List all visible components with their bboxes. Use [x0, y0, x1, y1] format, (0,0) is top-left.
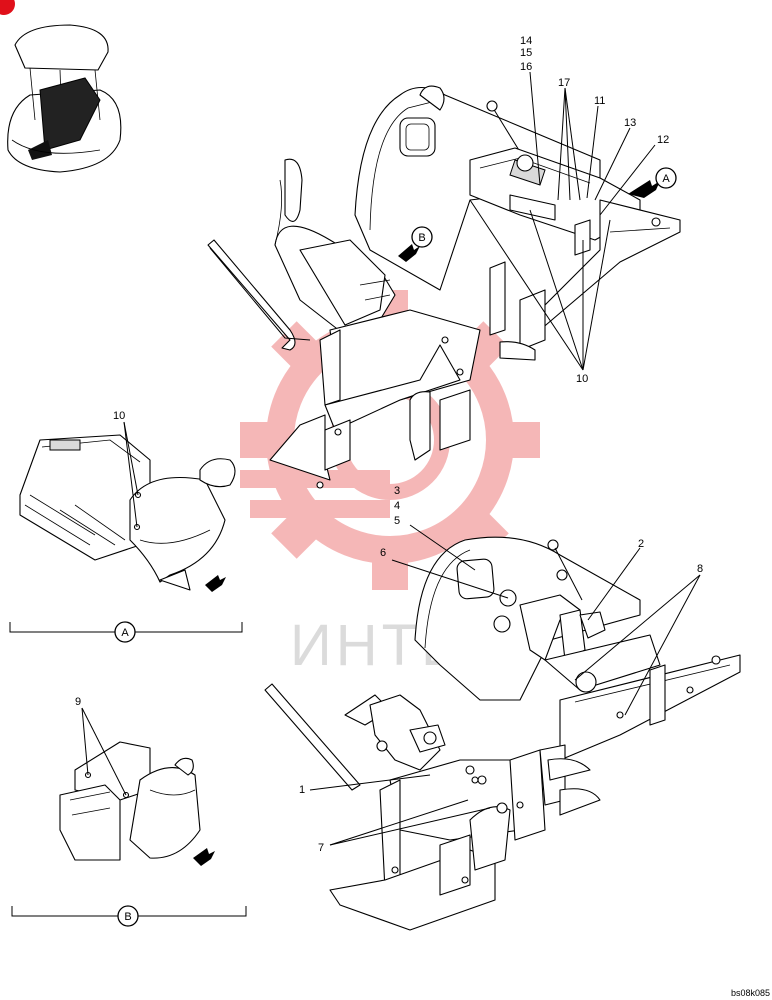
view-b-caption: B: [11, 905, 247, 927]
callout-9: 9: [75, 696, 81, 708]
view-marker-a: A: [628, 167, 677, 198]
detail-view-a: 10: [19, 410, 236, 592]
view-a-caption: A: [9, 621, 243, 643]
svg-text:B: B: [124, 911, 131, 923]
callout-10-top: 10: [576, 373, 588, 385]
callout-16: 16: [520, 61, 532, 73]
svg-text:B: B: [418, 232, 425, 244]
callout-7: 7: [318, 842, 324, 854]
callout-2: 2: [638, 538, 644, 550]
view-marker-b: B: [398, 226, 433, 262]
callout-13: 13: [624, 117, 636, 129]
callout-14: 14: [520, 35, 532, 47]
callout-4: 4: [394, 500, 400, 512]
callout-8: 8: [697, 563, 703, 575]
callout-11: 11: [594, 95, 605, 107]
callout-6: 6: [380, 547, 386, 559]
orientation-thumbnail: [0, 0, 122, 173]
callout-1: 1: [299, 784, 305, 796]
svg-text:A: A: [662, 173, 670, 185]
callout-17: 17: [558, 77, 570, 89]
lower-frame-assembly: [264, 536, 741, 931]
callout-12: 12: [657, 134, 669, 146]
detail-view-b: 9: [59, 696, 215, 866]
svg-text:A: A: [121, 627, 129, 639]
callout-10-left: 10: [113, 410, 125, 422]
upper-leader-lines: [469, 71, 656, 371]
lower-leader-lines: [309, 524, 701, 846]
callout-15: 15: [520, 47, 532, 59]
drawing-code: bs08k085: [731, 988, 770, 998]
callout-5: 5: [394, 515, 400, 527]
callout-3: 3: [394, 485, 400, 497]
